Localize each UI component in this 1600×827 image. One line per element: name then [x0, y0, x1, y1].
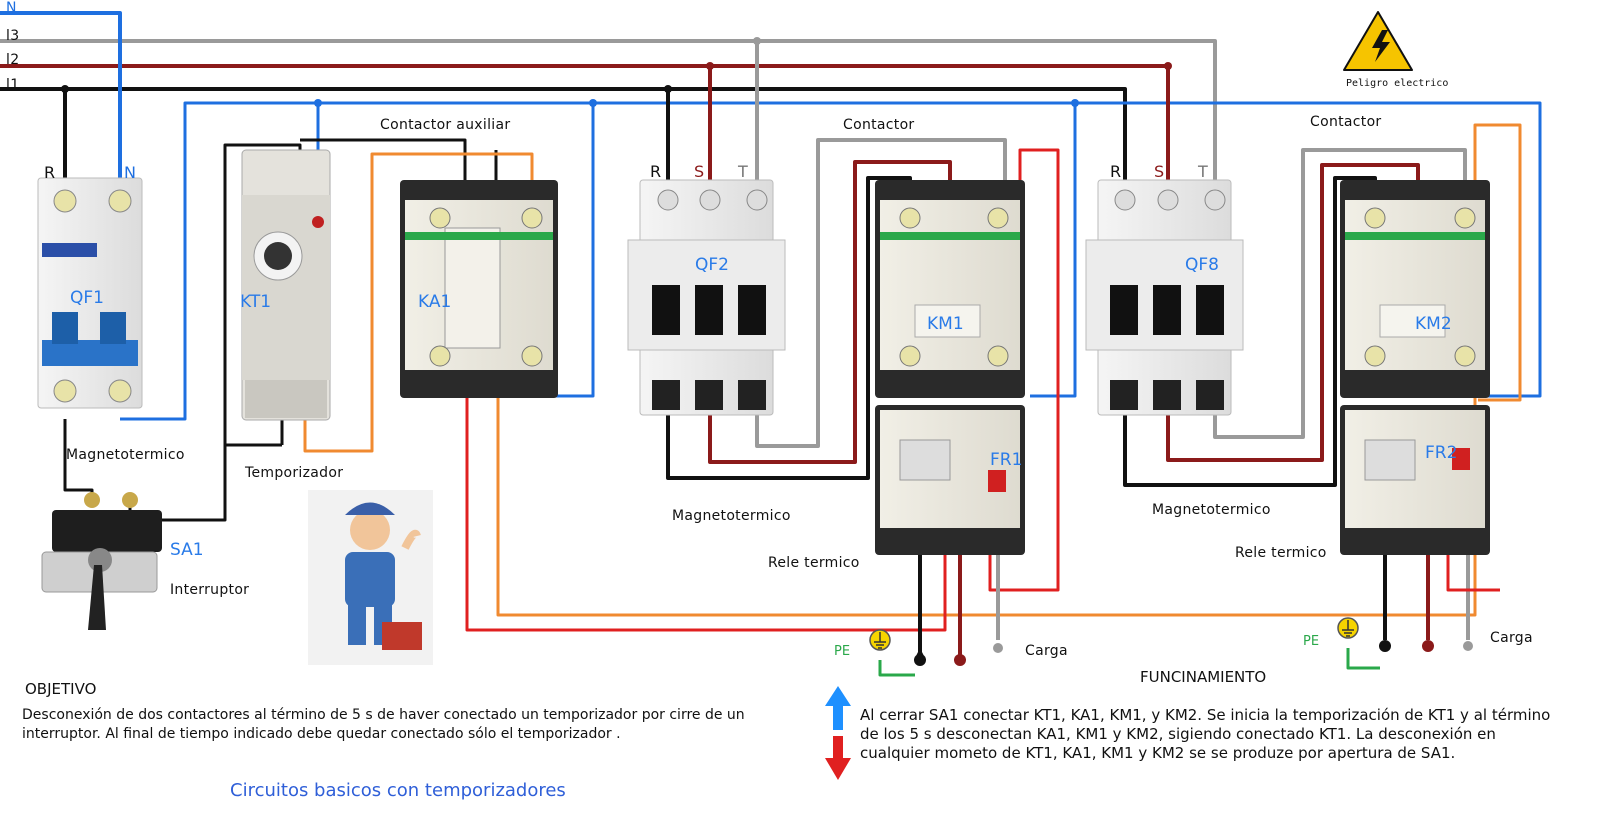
bus-label-l2: l2	[6, 52, 20, 68]
terminal-t-qf8: T	[1198, 162, 1208, 181]
sa1-switch-device	[41, 492, 162, 630]
label-rele-termico-2: Rele termico	[1235, 545, 1327, 561]
label-carga-2: Carga	[1490, 630, 1533, 646]
label-magnetotermico-2: Magnetotermico	[672, 508, 791, 524]
objetivo-heading: OBJETIVO	[25, 680, 97, 698]
funcionamiento-text: Al cerrar SA1 conectar KT1, KA1, KM1, y …	[860, 706, 1551, 762]
objetivo-text: Desconexión de dos contactores al términ…	[22, 707, 745, 742]
label-magnetotermico-1: Magnetotermico	[66, 447, 185, 463]
junction-dots	[61, 37, 1172, 107]
ka1-contactor-device	[400, 180, 558, 398]
control-wiring	[63, 41, 1542, 677]
bus-label-n: N	[6, 0, 17, 16]
label-contactor-1: Contactor	[843, 117, 915, 133]
bus-l1	[0, 87, 1127, 195]
ground-icon	[869, 617, 1359, 651]
label-magnetotermico-3: Magnetotermico	[1152, 502, 1271, 518]
label-rele-termico-1: Rele termico	[768, 555, 860, 571]
device-tag-fr1: FR1	[990, 450, 1023, 470]
device-tag-kt1: KT1	[240, 292, 272, 312]
electrician-icon	[308, 490, 433, 665]
fr2-relay-device	[1340, 405, 1490, 555]
bus-l2	[0, 64, 1170, 195]
device-tag-km2: KM2	[1415, 314, 1452, 334]
terminal-s-qf8: S	[1154, 162, 1165, 181]
footer-title: Circuitos basicos con temporizadores	[230, 780, 566, 801]
device-tag-qf1: QF1	[70, 288, 104, 308]
warning-icon	[1343, 11, 1413, 71]
device-tag-qf8: QF8	[1185, 255, 1219, 275]
label-temporizador: Temporizador	[245, 465, 344, 481]
terminal-n-qf1: N	[124, 163, 136, 182]
load-terminals	[914, 640, 1473, 666]
label-carga-1: Carga	[1025, 643, 1068, 659]
kt1-timer-device	[241, 149, 331, 421]
device-tag-sa1: SA1	[170, 540, 204, 560]
label-contactor-auxiliar: Contactor auxiliar	[380, 117, 511, 133]
arrow-down-icon	[825, 736, 851, 780]
bus-n	[0, 11, 122, 180]
bus-l3	[0, 39, 1217, 195]
terminal-r-qf1: R	[44, 163, 56, 182]
device-tag-fr2: FR2	[1425, 443, 1458, 463]
arrow-up-icon	[825, 686, 851, 730]
funcionamiento-heading: FUNCINAMIENTO	[1140, 668, 1267, 686]
device-tag-qf2: QF2	[695, 255, 729, 275]
label-interruptor: Interruptor	[170, 582, 250, 598]
terminal-t-qf2: T	[738, 162, 748, 181]
km1-contactor-device	[875, 180, 1025, 398]
label-pe-2: PE	[1303, 634, 1320, 649]
bus-label-l3: l3	[6, 28, 20, 44]
bus-label-l1: l1	[6, 77, 20, 93]
terminal-r-qf8: R	[1110, 162, 1122, 181]
label-pe-1: PE	[834, 644, 851, 659]
device-tag-km1: KM1	[927, 314, 964, 334]
km2-contactor-device	[1340, 180, 1490, 398]
label-contactor-2: Contactor	[1310, 114, 1382, 130]
qf8-breaker-device	[1085, 179, 1244, 416]
device-tag-ka1: KA1	[418, 292, 452, 312]
terminal-r-qf2: R	[650, 162, 662, 181]
fr1-relay-device	[875, 405, 1025, 555]
label-peligro: Peligro electrico	[1346, 78, 1449, 89]
qf1-breaker	[37, 177, 143, 409]
qf2-breaker-device	[627, 179, 786, 416]
terminal-s-qf2: S	[694, 162, 705, 181]
